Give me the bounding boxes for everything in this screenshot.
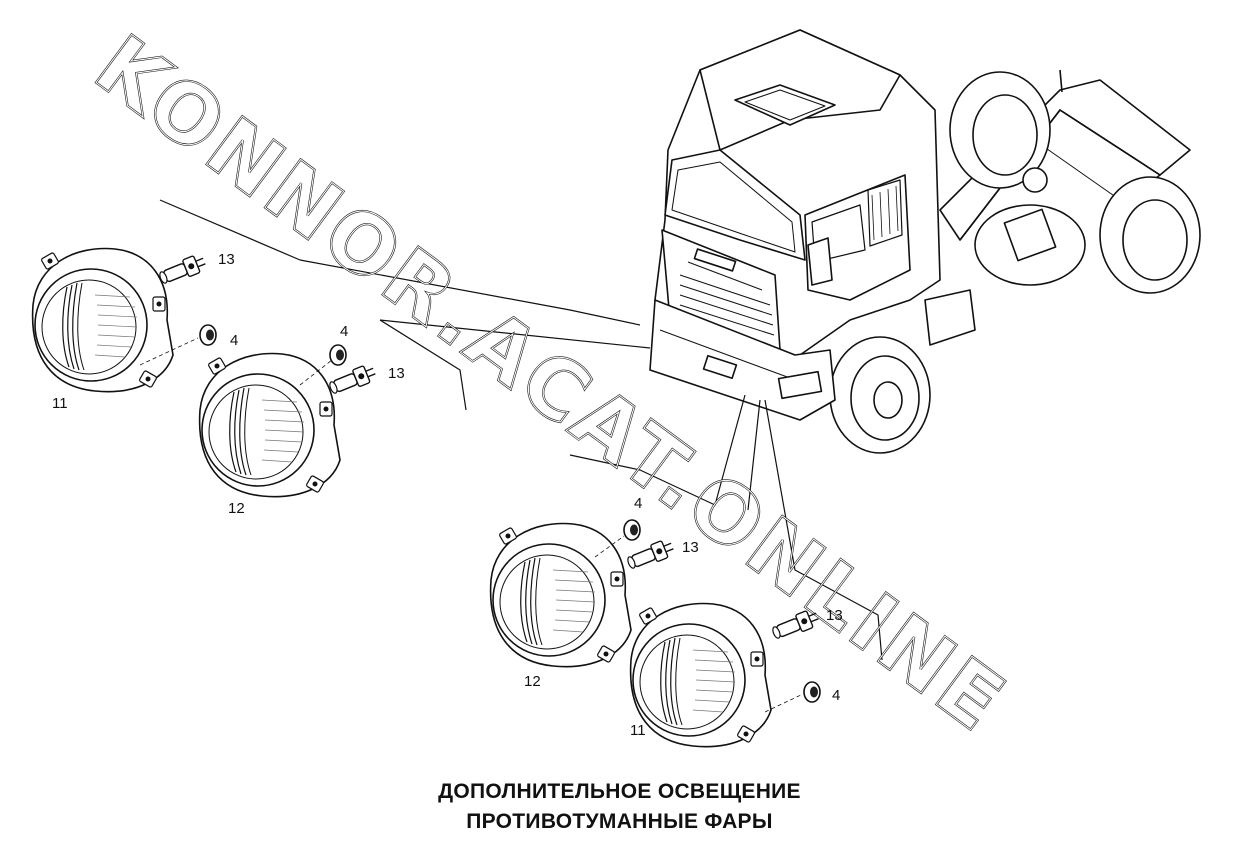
label-4-d: 4 bbox=[832, 687, 840, 704]
grommet-4-a bbox=[199, 324, 217, 346]
label-11-right: 11 bbox=[630, 722, 646, 739]
label-4-b: 4 bbox=[340, 323, 348, 340]
label-11-left: 11 bbox=[52, 395, 68, 412]
bulb-holder-13-a bbox=[156, 251, 209, 288]
fog-lamp-12-right bbox=[489, 522, 632, 668]
grommet-4-c bbox=[623, 519, 641, 541]
bulb-holder-13-c bbox=[624, 536, 677, 573]
label-4-c: 4 bbox=[634, 495, 642, 512]
label-13-b: 13 bbox=[388, 365, 405, 382]
grommet-4-b bbox=[329, 344, 347, 366]
label-12-right: 12 bbox=[524, 673, 541, 690]
label-4-a: 4 bbox=[230, 332, 238, 349]
label-12-left: 12 bbox=[228, 500, 245, 517]
truck-icon bbox=[159, 29, 1201, 661]
label-13-c: 13 bbox=[682, 539, 699, 556]
label-13-d: 13 bbox=[826, 607, 843, 624]
fog-lamp-12-left bbox=[198, 352, 341, 498]
bulb-holder-13-b bbox=[326, 361, 379, 398]
caption-line-1: ДОПОЛНИТЕЛЬНОЕ ОСВЕЩЕНИЕ bbox=[438, 780, 801, 803]
fog-lamp-11-left bbox=[31, 247, 174, 393]
label-13-a: 13 bbox=[218, 251, 235, 268]
caption-line-2: ПРОТИВОТУМАННЫЕ ФАРЫ bbox=[466, 810, 773, 833]
grommet-4-d bbox=[803, 681, 821, 703]
fog-lamp-11-right bbox=[629, 602, 772, 748]
